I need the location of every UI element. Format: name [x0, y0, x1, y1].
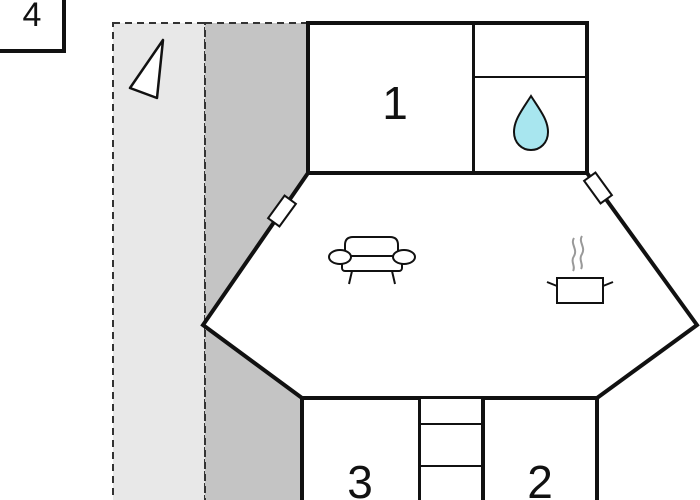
hallway [419, 397, 484, 500]
cooking-pot-icon [546, 235, 614, 304]
water-drop-icon [512, 94, 550, 152]
room-1-label: 1 [382, 77, 408, 129]
room-2 [481, 396, 599, 500]
window-left [266, 194, 298, 228]
top-block-outline [306, 21, 589, 175]
terrace-light [112, 22, 206, 500]
floor-badge: 4 [0, 0, 66, 53]
sofa-icon [328, 236, 416, 285]
floor-badge-label: 4 [23, 0, 42, 34]
storage-top [473, 22, 588, 78]
room-3-label: 3 [347, 456, 373, 500]
room-2-label: 2 [527, 456, 553, 500]
north-arrow-icon [128, 38, 165, 100]
window-right [582, 171, 614, 205]
